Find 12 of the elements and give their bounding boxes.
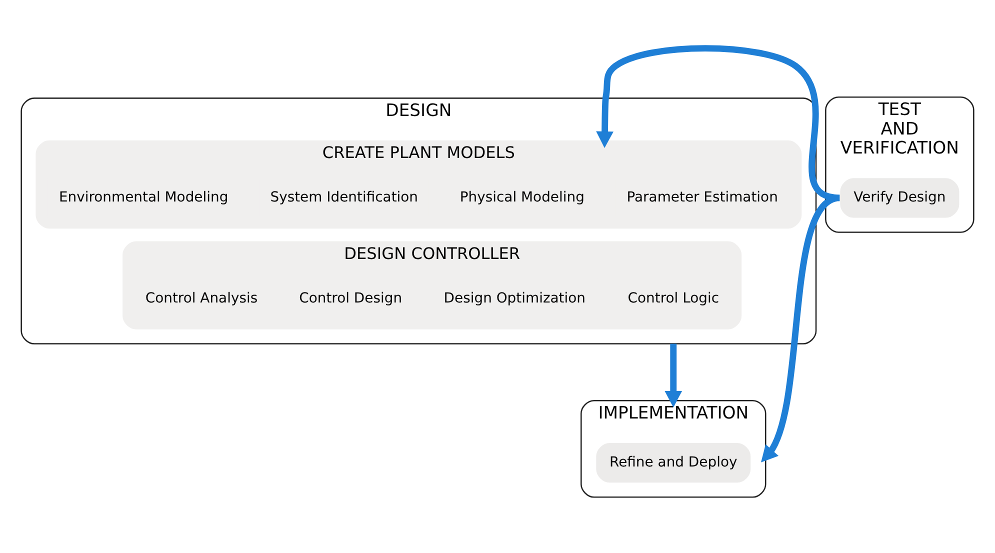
- node-text: Parameter Estimation: [626, 189, 778, 206]
- node-text: Physical Modeling: [460, 189, 584, 206]
- node-text: Control Logic: [628, 290, 720, 306]
- arrow: [664, 343, 682, 408]
- node-text: System Identification: [270, 189, 418, 206]
- arrow: [596, 44, 840, 201]
- node-box: Verify Design: [840, 178, 960, 218]
- node-text: Environmental Modeling: [58, 189, 228, 206]
- node-text: Control Design: [299, 290, 402, 306]
- node-text: Control Analysis: [145, 290, 258, 306]
- arrow: [761, 194, 841, 462]
- node-text: Design Optimization: [444, 290, 586, 306]
